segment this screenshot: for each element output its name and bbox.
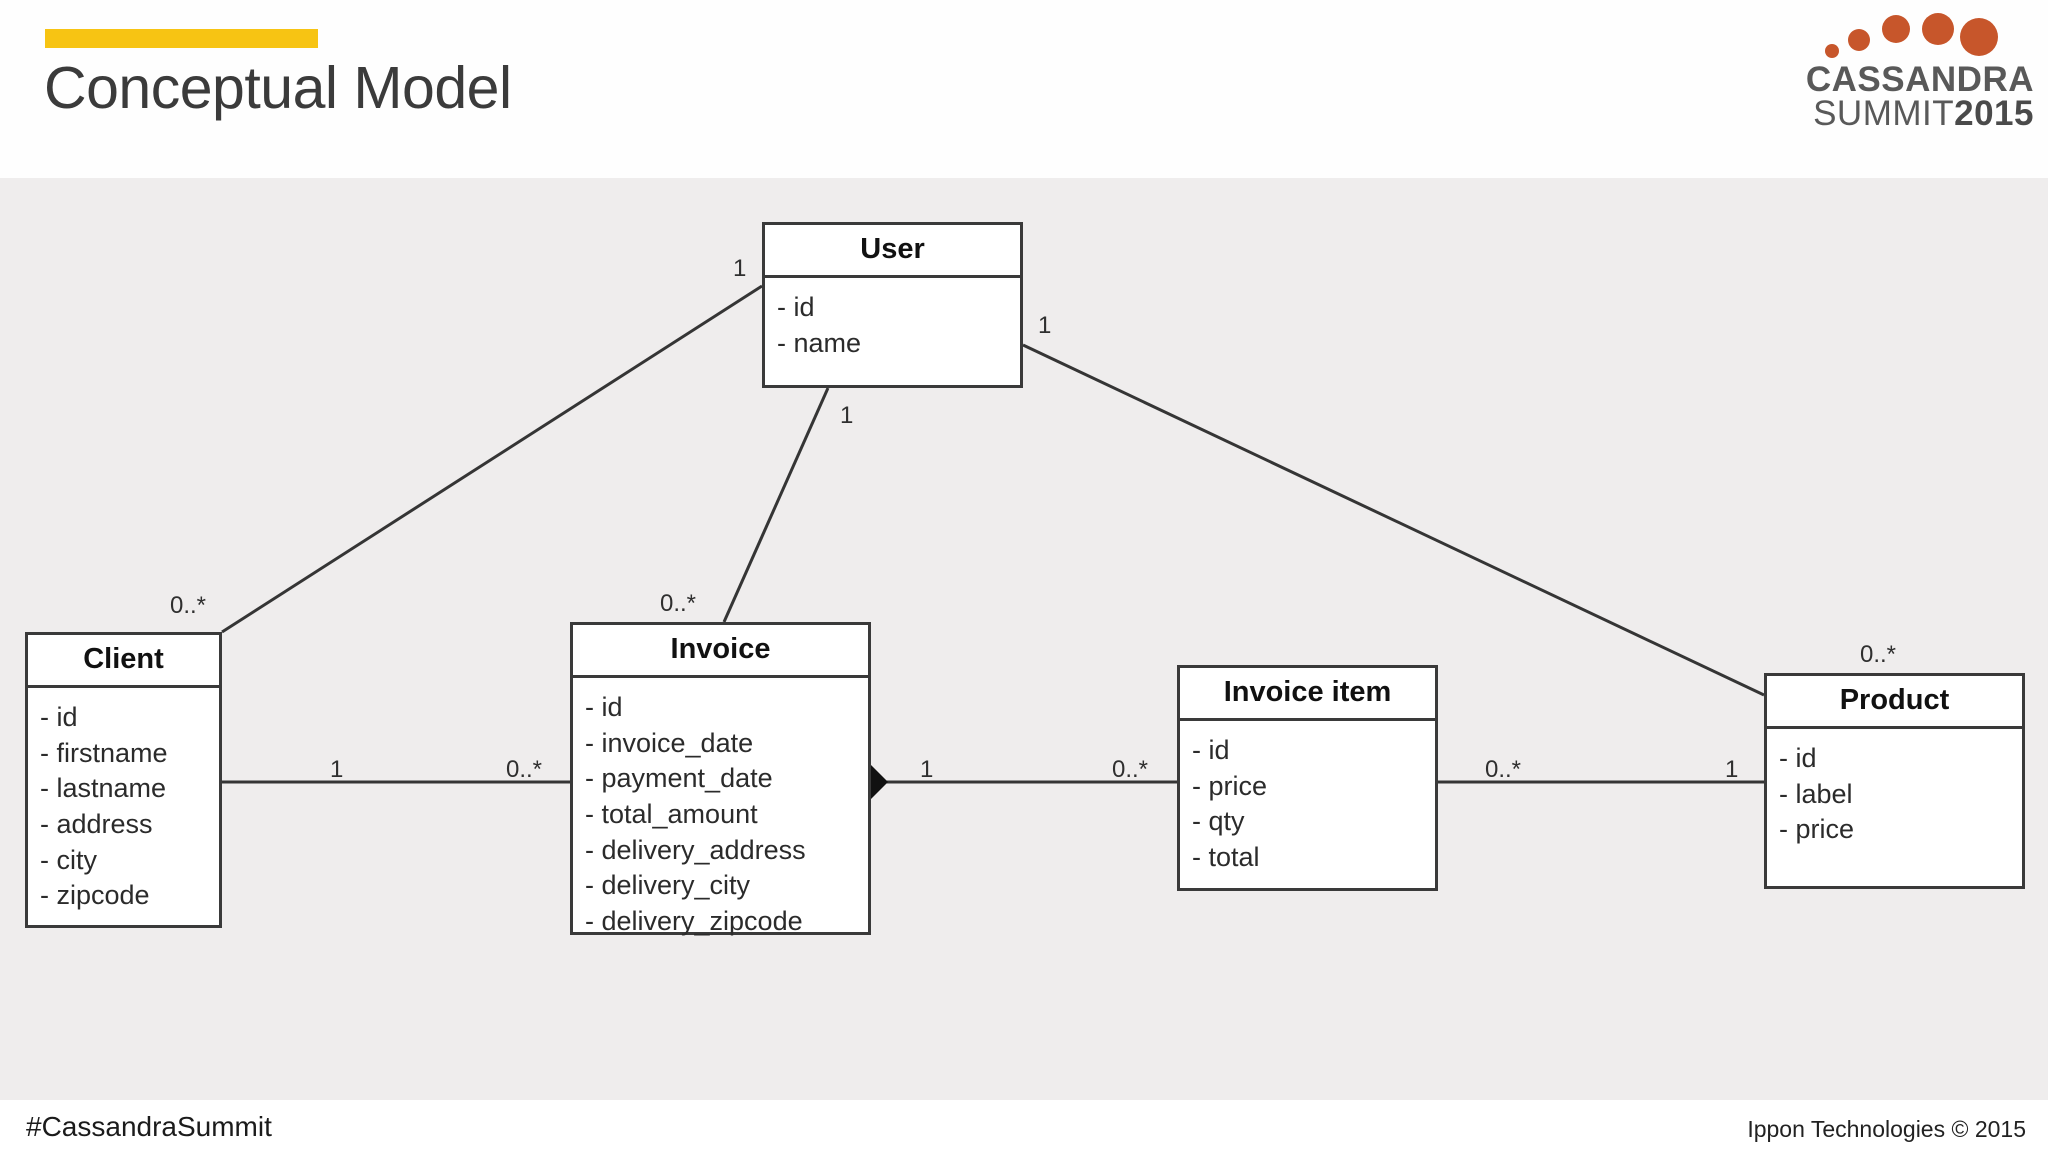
uml-class-product[interactable]: Product - id - label - price — [1764, 673, 2025, 889]
uml-attribute: - id — [1779, 743, 1817, 773]
uml-class-invoice[interactable]: Invoice - id - invoice_date - payment_date -… — [570, 622, 871, 936]
multiplicity-label-m-invoice-item-far: 0..* — [1112, 756, 1149, 783]
multiplicity-label-m-user-product-near: 1 — [1038, 312, 1052, 339]
uml-attribute: - delivery_zipcode — [585, 905, 803, 936]
multiplicity-label-m-item-product-far: 1 — [1725, 756, 1739, 783]
uml-attribute: - price — [1779, 814, 1855, 845]
uml-attribute: - label — [1779, 778, 1853, 809]
logo-dot-2 — [1848, 29, 1870, 51]
uml-attribute-list-invoice_item: - id - price - qty - total — [1180, 721, 1435, 886]
uml-class-user[interactable]: User - id - name — [762, 222, 1023, 388]
multiplicity-label-m-user-client-near: 1 — [733, 255, 747, 282]
logo-dot-1 — [1825, 44, 1839, 58]
logo-text-summit-2015: SUMMIT2015 — [1813, 94, 2034, 134]
uml-attribute: - address — [40, 808, 153, 839]
uml-attribute: - id — [1192, 735, 1230, 765]
uml-attribute: - zipcode — [40, 880, 150, 911]
uml-attribute: - id — [585, 692, 623, 722]
uml-attribute-list-product: - id - label - price — [1767, 729, 2022, 858]
uml-attribute: - id — [40, 702, 78, 732]
uml-attribute: - delivery_address — [585, 834, 806, 865]
association-lines — [221, 284, 1765, 799]
uml-attribute: - price — [1192, 770, 1268, 801]
association-line-user-client — [221, 284, 763, 634]
uml-attribute: - id — [777, 292, 815, 322]
uml-attribute: - qty — [1192, 806, 1245, 837]
uml-attribute: - invoice_date — [585, 727, 754, 758]
uml-attribute: - payment_date — [585, 763, 773, 794]
logo-summit-word: SUMMIT — [1813, 94, 1955, 133]
uml-class-title-invoice_item: Invoice item — [1180, 668, 1435, 721]
multiplicity-label-m-invoice-item-near: 1 — [920, 756, 934, 783]
logo-dot-5 — [1960, 18, 1998, 56]
multiplicity-label-m-client-invoice-far: 0..* — [506, 756, 543, 783]
uml-attribute: - lastname — [40, 773, 167, 804]
multiplicity-label-m-client-invoice-near: 1 — [330, 756, 344, 783]
multiplicity-label-m-user-product-far: 0..* — [1860, 641, 1897, 668]
logo-text-cassandra: CASSANDRA — [1805, 60, 2034, 99]
logo-dots-icon — [1825, 13, 1998, 58]
footer-copyright: Ippon Technologies © 2015 — [1747, 1116, 2026, 1142]
page-title: Conceptual Model — [44, 55, 512, 121]
uml-attribute: - name — [777, 327, 862, 358]
cassandra-summit-logo: CASSANDRA SUMMIT2015 — [1740, 4, 2040, 134]
uml-attribute-list-client: - id - firstname - lastname - address - city… — [28, 688, 219, 924]
title-accent-bar — [45, 29, 318, 48]
uml-class-client[interactable]: Client - id - firstname - lastname - address… — [25, 632, 222, 928]
slide-header: Conceptual Model CASSANDRA SUMMIT2015 — [0, 0, 2048, 178]
uml-class-title-invoice: Invoice — [573, 625, 868, 678]
uml-attribute: - delivery_city — [585, 870, 751, 901]
uml-class-title-user: User — [765, 225, 1020, 278]
uml-attribute-list-user: - id - name — [765, 278, 1020, 371]
uml-attribute: - total_amount — [585, 798, 758, 829]
uml-class-title-product: Product — [1767, 676, 2022, 729]
uml-attribute-list-invoice: - id - invoice_date - payment_date - total_… — [573, 678, 868, 949]
multiplicity-label-m-user-invoice-near: 1 — [840, 402, 854, 429]
logo-dot-3 — [1882, 15, 1910, 43]
logo-dot-4 — [1922, 13, 1954, 45]
association-line-user-invoice — [722, 387, 830, 623]
uml-attribute: - firstname — [40, 737, 168, 768]
multiplicity-label-m-user-client-far: 0..* — [170, 592, 207, 619]
uml-class-invoice_item[interactable]: Invoice item - id - price - qty - total — [1177, 665, 1438, 891]
uml-class-title-client: Client — [28, 635, 219, 688]
footer-hashtag: #CassandraSummit — [26, 1111, 272, 1142]
multiplicity-label-m-user-invoice-far: 0..* — [660, 590, 697, 617]
association-line-user-product — [1022, 343, 1765, 697]
multiplicity-label-m-item-product-near: 0..* — [1485, 756, 1522, 783]
uml-attribute: - total — [1192, 841, 1260, 872]
logo-year: 2015 — [1954, 94, 2034, 133]
uml-attribute: - city — [40, 844, 97, 875]
slide-footer: #CassandraSummit Ippon Technologies © 20… — [0, 1100, 2048, 1152]
